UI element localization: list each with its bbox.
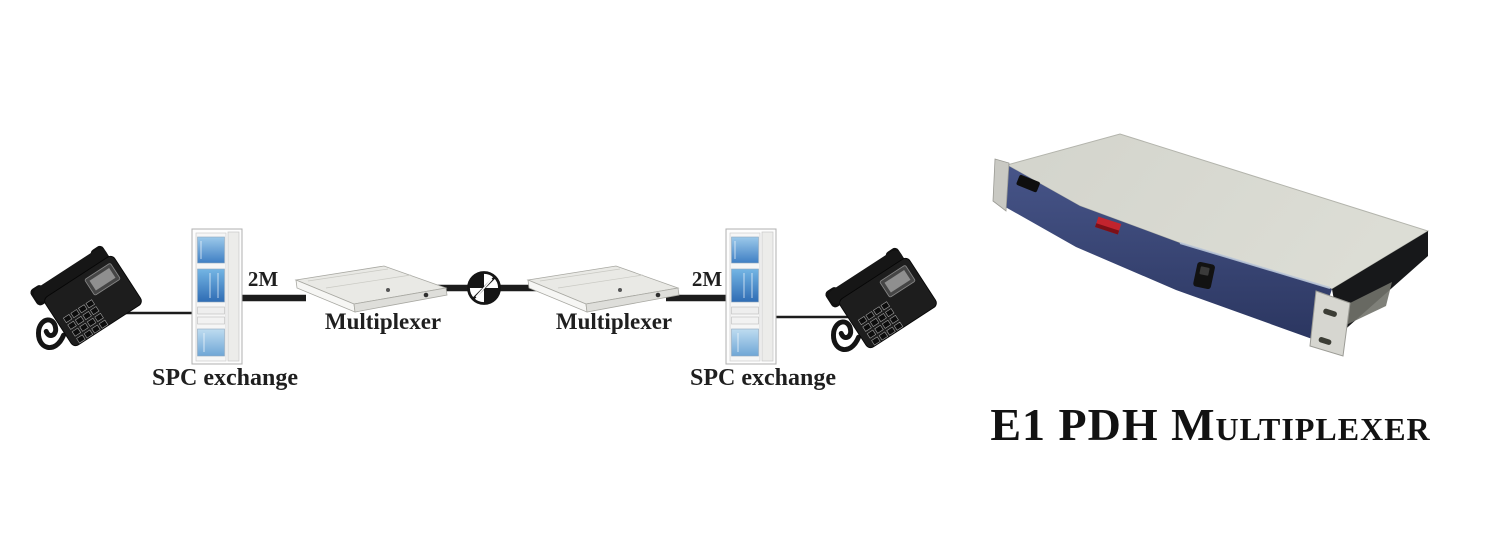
panel-edge-highlight — [1179, 242, 1331, 289]
rack-ear-bracket — [1309, 290, 1351, 357]
product-photo — [992, 133, 1430, 357]
front-panel — [1000, 165, 1332, 340]
spc-exchange-label-right: SPC exchange — [690, 365, 836, 391]
multiplexer-label-left: Multiplexer — [324, 309, 442, 334]
mounting-slot — [1323, 308, 1337, 317]
multiplexer-device-icon — [527, 265, 680, 313]
crossed-circle-network-icon — [467, 271, 501, 305]
rack-cabinet-icon — [191, 228, 243, 365]
spc-exchange-label-left: SPC exchange — [152, 365, 298, 391]
bracket-flange — [1346, 282, 1392, 325]
link-label-2m-left: 2M — [247, 267, 279, 291]
link-label-2m-right: 2M — [691, 267, 723, 291]
multiplexer-device-icon — [295, 265, 448, 313]
mounting-slot — [1318, 336, 1332, 345]
rack-cabinet-icon — [725, 228, 777, 365]
telephone-icon — [14, 242, 144, 361]
product-caption: E1 PDH Multiplexer — [990, 399, 1431, 450]
multiplexer-label-right: Multiplexer — [555, 309, 673, 334]
panel-switch — [1193, 261, 1215, 290]
telephone-icon — [809, 244, 939, 363]
panel-connector — [1016, 174, 1040, 193]
left-rack-ear — [992, 158, 1010, 212]
red-indicator — [1095, 216, 1122, 235]
